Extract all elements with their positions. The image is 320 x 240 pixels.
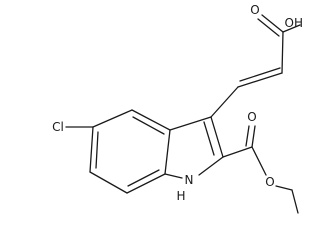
bond-c7a-c3a	[164, 129, 171, 175]
bond-c3-vinyl	[210, 86, 239, 118]
bond-c3-c2	[210, 116, 224, 158]
ethyl-ester-group	[222, 125, 299, 214]
bond-carboxyl-oh	[282, 24, 301, 33]
bond-c4-c5	[92, 109, 133, 128]
bond-ester-oxygen-ch2	[275, 185, 293, 191]
bond-c7-c7a-inner	[127, 169, 160, 187]
ester-oxygen-label: O	[265, 175, 274, 189]
bond-carboxyl-carbonyl-inner	[257, 18, 280, 37]
ester-carbonyl-oxygen-label: O	[247, 110, 256, 124]
chlorine-label: Cl	[52, 120, 64, 134]
benzene-ring	[89, 109, 171, 194]
bond-vinyl-carboxyl	[281, 31, 284, 74]
bond-carboxyl-carbonyl	[261, 14, 284, 33]
bond-ester-carbonyl-inner	[245, 125, 250, 147]
carboxyl-carbonyl-oxygen-label: O	[250, 3, 259, 17]
bond-n1-c7a	[164, 173, 183, 179]
bond-vinyl-double	[237, 72, 283, 88]
pyrrole-ring	[164, 116, 224, 179]
bond-c3a-c4-inner	[132, 116, 165, 135]
bond-ester-carbonyl	[251, 125, 256, 148]
bond-c3a-c3	[169, 116, 212, 131]
bond-c6-c7	[89, 171, 128, 194]
bond-ester-carbon-oxygen	[251, 146, 267, 176]
bond-c2-ester-carbon	[222, 146, 253, 158]
bond-c3a-c4	[131, 109, 171, 131]
indole-hydrogen-label: H	[176, 189, 185, 203]
bond-c6-c6-inner	[95, 131, 99, 169]
bond-ethyl-ch2-ch3	[291, 189, 299, 214]
molecule-structure-diagram: Cl N H O OH O O	[52, 3, 303, 214]
bond-c2-n1	[198, 156, 224, 176]
bond-vinyl-double-inner	[239, 67, 281, 82]
bond-c7-c7a	[126, 173, 166, 194]
indole-nitrogen-label: N	[185, 173, 194, 187]
hydroxyl-label: OH	[285, 16, 303, 30]
acrylic-acid-chain	[210, 14, 301, 118]
bond-c3-c2-inner	[203, 121, 215, 156]
bond-c5-c6	[89, 126, 94, 173]
